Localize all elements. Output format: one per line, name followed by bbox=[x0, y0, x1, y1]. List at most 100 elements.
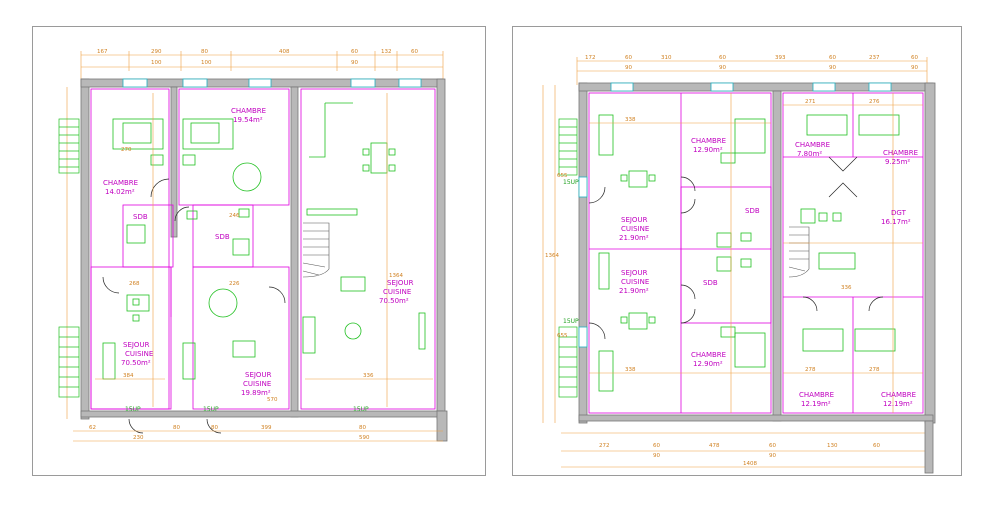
doors bbox=[102, 178, 286, 434]
dim-bottom-3: 478 bbox=[709, 443, 720, 449]
room-chambre-b-area: 7.80m² bbox=[797, 150, 822, 158]
room-chambre-e-area: 12.19m² bbox=[801, 400, 831, 408]
dim-bottom-5: 399 bbox=[261, 425, 272, 431]
dim-inner-9: 655 bbox=[557, 173, 568, 179]
dim-bottom-3: 230 bbox=[133, 435, 144, 441]
stair-up-label-3: 15UP bbox=[353, 406, 369, 413]
furniture bbox=[102, 102, 426, 380]
dim-inner-4: 336 bbox=[841, 285, 852, 291]
dim-top-5: 60 bbox=[351, 49, 358, 55]
stair-up-label-2: 15UP bbox=[203, 406, 219, 413]
room-chambre-d-area: 12.90m² bbox=[693, 360, 723, 368]
dim-top-sub-4: 90 bbox=[911, 65, 918, 71]
floor-plan-right-drawing: 172 60 310 60 393 60 237 60 90 90 90 90 bbox=[542, 55, 936, 474]
room-chambre-a-name: CHAMBRE bbox=[691, 137, 726, 145]
dim-overall: 1408 bbox=[743, 461, 757, 467]
dim-bottom-7: 590 bbox=[359, 435, 370, 441]
windows bbox=[122, 78, 422, 88]
dim-top-sub-2: 90 bbox=[719, 65, 726, 71]
inner-dimension-lines bbox=[589, 93, 923, 413]
dim-inner-5: 384 bbox=[123, 373, 134, 379]
dim-inner-8: 1364 bbox=[545, 253, 559, 259]
dim-bottom-2: 60 bbox=[653, 443, 660, 449]
room-sejour-a-name2: CUISINE bbox=[621, 225, 649, 233]
room-chambre-c-name: CHAMBRE bbox=[883, 149, 918, 157]
dim-top-2: 60 bbox=[625, 55, 632, 61]
dim-bottom-1: 272 bbox=[599, 443, 610, 449]
dim-bottom-4: 60 bbox=[769, 443, 776, 449]
dim-top-5: 393 bbox=[775, 55, 786, 61]
room-sejour-2-name2: CUISINE bbox=[383, 288, 411, 296]
exterior-steps bbox=[558, 118, 578, 398]
room-sejour-3-name: SEJOUR bbox=[245, 371, 272, 379]
dim-bottom-1: 62 bbox=[89, 425, 96, 431]
room-sejour-3-area: 19.89m² bbox=[241, 389, 271, 397]
staircase bbox=[788, 226, 810, 278]
dim-inner-4: 226 bbox=[229, 281, 240, 287]
dim-inner-6: 278 bbox=[869, 367, 880, 373]
dim-top-sub-1: 90 bbox=[625, 65, 632, 71]
dim-bottom-7: 90 bbox=[653, 453, 660, 459]
dim-top-4: 408 bbox=[279, 49, 290, 55]
room-outlines bbox=[90, 88, 436, 410]
room-sdb-1: SDB bbox=[133, 213, 148, 221]
room-sejour-1-name: SEJOUR bbox=[123, 341, 150, 349]
floor-plan-left: 167 290 80 408 60 132 60 100 100 90 bbox=[32, 26, 486, 476]
room-dgt-name: DGT bbox=[891, 209, 907, 217]
room-chambre-a-area: 12.90m² bbox=[693, 146, 723, 154]
room-sejour-3-name2: CUISINE bbox=[243, 380, 271, 388]
dim-top-6: 132 bbox=[381, 49, 392, 55]
room-dgt-area: 16.17m² bbox=[881, 218, 911, 226]
dim-bottom-6: 80 bbox=[359, 425, 366, 431]
room-chambre-c-area: 9.25m² bbox=[885, 158, 910, 166]
dim-top-4: 60 bbox=[719, 55, 726, 61]
furniture bbox=[598, 114, 900, 392]
dim-inner-5: 278 bbox=[805, 367, 816, 373]
room-chambre-f-area: 12.19m² bbox=[883, 400, 913, 408]
floor-plan-left-drawing: 167 290 80 408 60 132 60 100 100 90 bbox=[58, 49, 448, 442]
dim-bottom-4: 80 bbox=[211, 425, 218, 431]
staircase bbox=[302, 222, 330, 278]
room-chambre-f-name: CHAMBRE bbox=[881, 391, 916, 399]
dim-inner-3: 276 bbox=[869, 99, 880, 105]
dim-top-3: 80 bbox=[201, 49, 208, 55]
top-dimension-lines bbox=[66, 51, 444, 419]
dim-top-sub-3: 90 bbox=[829, 65, 836, 71]
top-dimension-lines bbox=[542, 57, 933, 468]
room-chambre-2-area: 14.02m² bbox=[105, 188, 135, 196]
room-chambre-b-name: CHAMBRE bbox=[795, 141, 830, 149]
dim-top-1: 172 bbox=[585, 55, 596, 61]
room-sejour-a-name: SEJOUR bbox=[621, 216, 648, 224]
dim-top-1: 167 bbox=[97, 49, 108, 55]
dim-inner-1: 270 bbox=[121, 147, 132, 153]
room-sdb-a: SDB bbox=[745, 207, 760, 215]
dim-top-2: 290 bbox=[151, 49, 162, 55]
room-sejour-2-name: SEJOUR bbox=[387, 279, 414, 287]
room-chambre-2-name: CHAMBRE bbox=[103, 179, 138, 187]
stair-up-label-2: 15UP bbox=[563, 318, 579, 325]
doors bbox=[588, 156, 884, 340]
dim-top-sub-3: 90 bbox=[351, 60, 358, 66]
dim-inner-2: 246 bbox=[229, 213, 240, 219]
dim-inner-3: 268 bbox=[129, 281, 140, 287]
room-sdb-b: SDB bbox=[703, 279, 718, 287]
dim-top-sub-2: 100 bbox=[201, 60, 212, 66]
dim-bottom-2: 80 bbox=[173, 425, 180, 431]
dim-bottom-8: 90 bbox=[769, 453, 776, 459]
dim-inner-10: 655 bbox=[557, 333, 568, 339]
room-outlines bbox=[588, 92, 924, 414]
room-sejour-b-name2: CUISINE bbox=[621, 278, 649, 286]
walls bbox=[578, 82, 936, 474]
stair-up-label-1: 15UP bbox=[563, 179, 579, 186]
dim-bottom-5: 130 bbox=[827, 443, 838, 449]
room-chambre-1-name: CHAMBRE bbox=[231, 107, 266, 115]
dim-top-3: 310 bbox=[661, 55, 672, 61]
dim-top-7: 237 bbox=[869, 55, 880, 61]
exterior-steps bbox=[58, 118, 80, 398]
room-sejour-1-name2: CUISINE bbox=[125, 350, 153, 358]
room-sejour-1-area: 70.50m² bbox=[121, 359, 151, 367]
dim-inner-1: 338 bbox=[625, 117, 636, 123]
dim-inner-6: 336 bbox=[363, 373, 374, 379]
dim-top-8: 60 bbox=[911, 55, 918, 61]
room-chambre-d-name: CHAMBRE bbox=[691, 351, 726, 359]
